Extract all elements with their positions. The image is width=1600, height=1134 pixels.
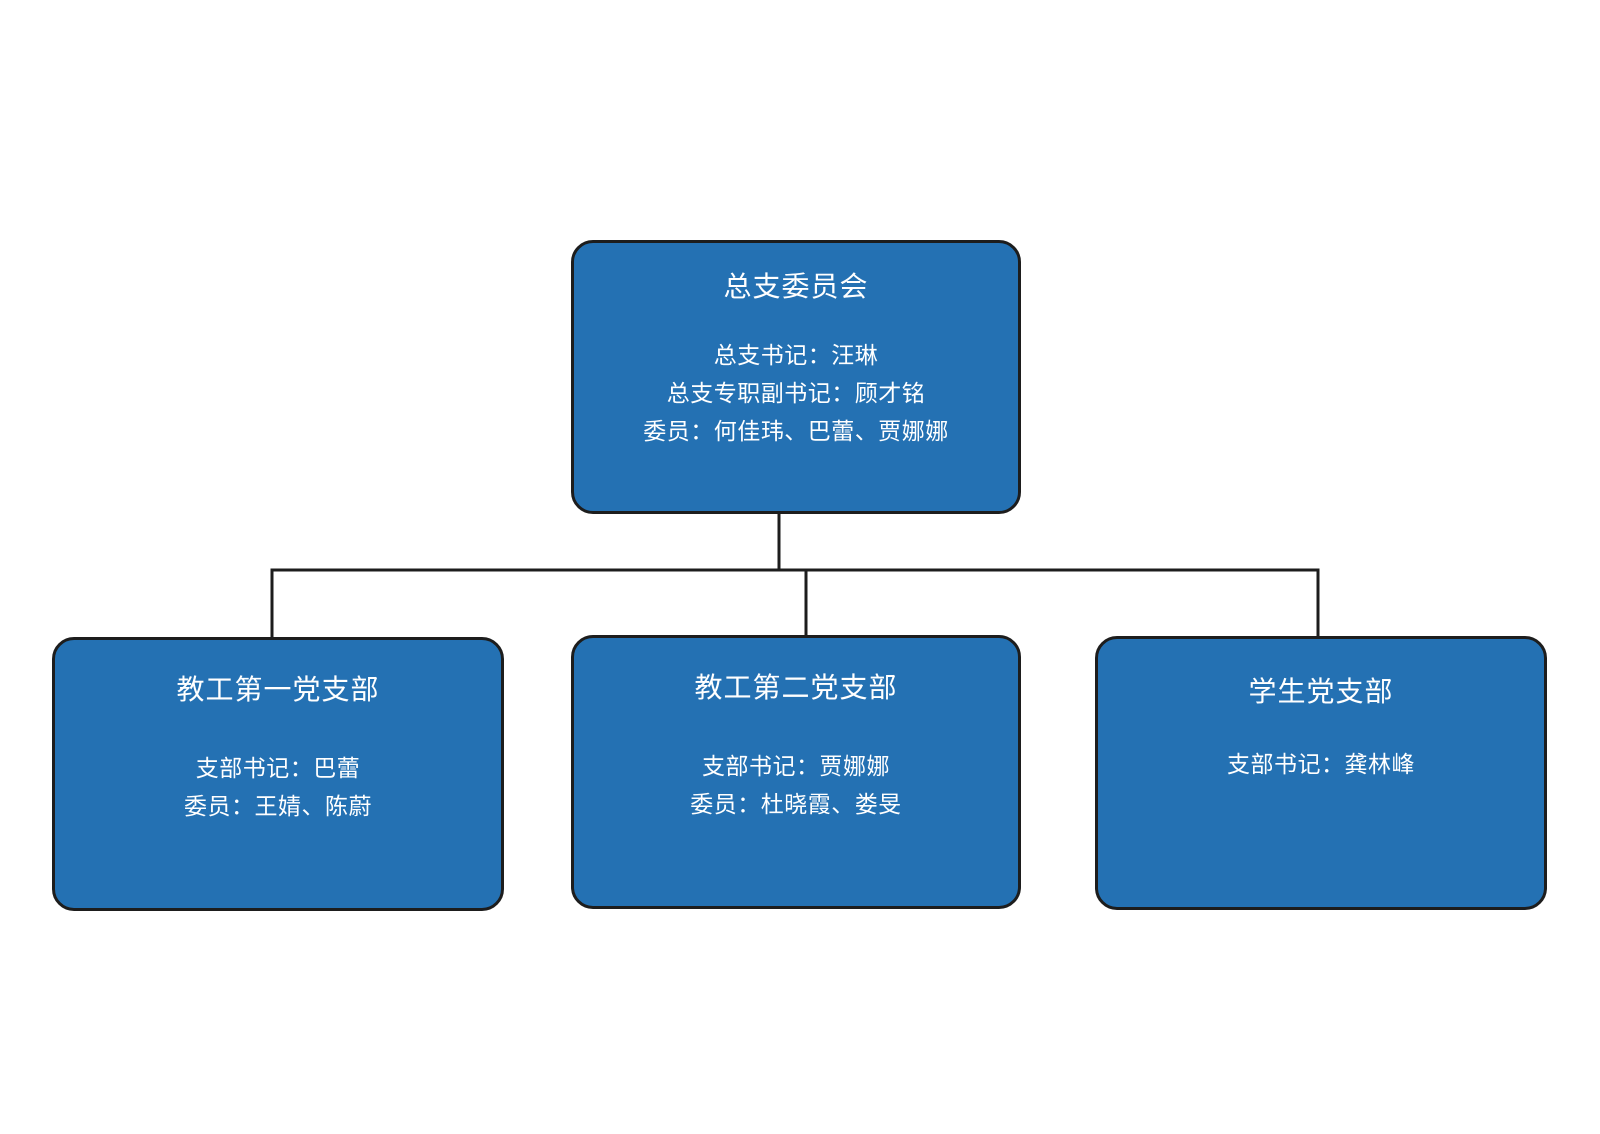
node-student-branch: 学生党支部 支部书记：龚林峰 (1095, 636, 1547, 910)
node-title: 学生党支部 (1248, 675, 1394, 708)
member-line: 委员：何佳玮、巴蕾、贾娜娜 (643, 419, 949, 445)
node-title: 教工第二党支部 (694, 671, 898, 704)
member-line: 支部书记：龚林峰 (1227, 752, 1415, 778)
node-title: 教工第一党支部 (176, 673, 380, 706)
member-line: 支部书记：贾娜娜 (702, 754, 890, 780)
node-members: 支部书记：贾娜娜 委员：杜晓霞、娄旻 (574, 748, 1018, 824)
node-title: 总支委员会 (723, 270, 869, 303)
node-general-committee: 总支委员会 总支书记：汪琳 总支专职副书记：顾才铭 委员：何佳玮、巴蕾、贾娜娜 (571, 240, 1021, 514)
member-line: 支部书记：巴蕾 (195, 756, 361, 782)
member-line: 委员：王婧、陈蔚 (184, 794, 372, 820)
member-line: 总支书记：汪琳 (713, 343, 879, 369)
member-line: 总支专职副书记：顾才铭 (666, 381, 926, 407)
node-members: 支部书记：龚林峰 (1098, 746, 1544, 784)
node-members: 支部书记：巴蕾 委员：王婧、陈蔚 (55, 750, 501, 826)
node-members: 总支书记：汪琳 总支专职副书记：顾才铭 委员：何佳玮、巴蕾、贾娜娜 (574, 337, 1018, 451)
node-faculty-branch-1: 教工第一党支部 支部书记：巴蕾 委员：王婧、陈蔚 (52, 637, 504, 911)
node-faculty-branch-2: 教工第二党支部 支部书记：贾娜娜 委员：杜晓霞、娄旻 (571, 635, 1021, 909)
member-line: 委员：杜晓霞、娄旻 (690, 792, 902, 818)
